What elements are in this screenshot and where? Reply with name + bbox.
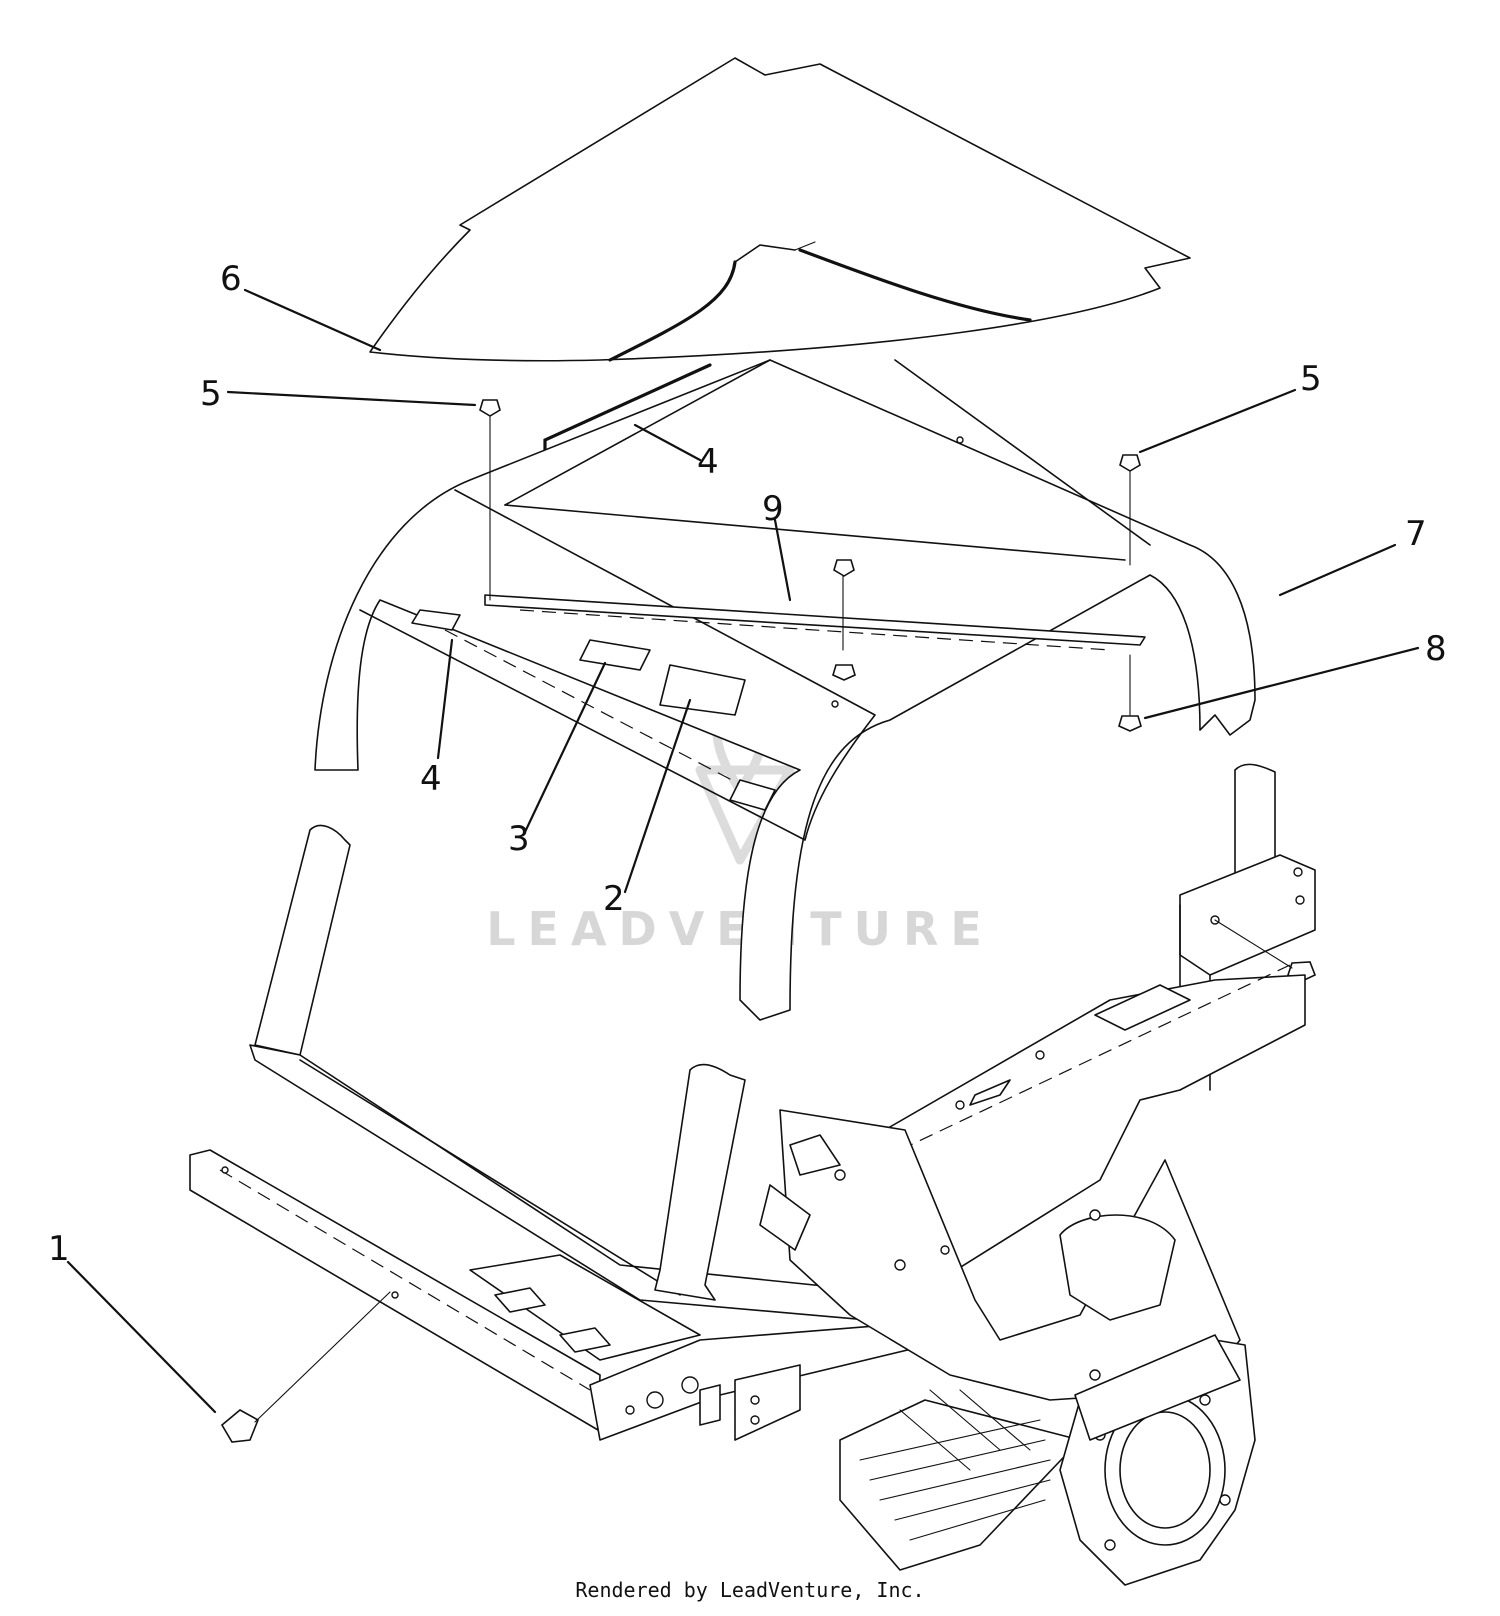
hood-cover-part bbox=[369, 57, 1191, 362]
left-upright-post bbox=[254, 824, 351, 1056]
footer-credit: Rendered by LeadVenture, Inc. bbox=[575, 1578, 925, 1602]
callout-5-right: 5 bbox=[1300, 359, 1322, 399]
callout-6: 6 bbox=[220, 259, 242, 299]
leader-5-left bbox=[226, 390, 477, 407]
leader-4-upper bbox=[633, 423, 702, 462]
leader-5-right bbox=[1138, 388, 1297, 454]
callout-5-left: 5 bbox=[200, 374, 222, 414]
cross-bar-part bbox=[484, 569, 1146, 651]
callout-4-upper: 4 bbox=[697, 442, 719, 482]
callout-9: 9 bbox=[762, 489, 784, 529]
callout-3: 3 bbox=[508, 819, 530, 859]
bolt-part-1 bbox=[220, 1291, 391, 1443]
callout-1: 1 bbox=[48, 1229, 70, 1269]
leader-4-lower bbox=[436, 638, 454, 760]
nut-center bbox=[832, 664, 856, 681]
footrest-step bbox=[839, 1389, 1081, 1571]
leader-3 bbox=[523, 661, 607, 834]
leader-2 bbox=[623, 698, 692, 894]
leader-1 bbox=[66, 1260, 217, 1414]
leader-lines bbox=[66, 288, 1420, 1414]
callout-4-lower: 4 bbox=[420, 759, 442, 799]
leader-7 bbox=[1278, 543, 1397, 597]
callout-7: 7 bbox=[1405, 514, 1427, 554]
leader-6 bbox=[243, 288, 382, 352]
bolt-left-top bbox=[479, 399, 501, 601]
chassis-frame bbox=[189, 964, 1306, 1441]
rear-hub-housing bbox=[1059, 1334, 1256, 1586]
watermark-text: LEADVENTURE bbox=[486, 902, 994, 956]
nut-right bbox=[1118, 715, 1142, 732]
callout-2: 2 bbox=[603, 879, 625, 919]
bolt-center bbox=[833, 559, 855, 577]
leadventure-logo-watermark: LEADVENTURE bbox=[486, 675, 994, 956]
callout-8: 8 bbox=[1425, 629, 1447, 669]
callout-labels: 1 2 3 4 4 5 5 6 7 8 9 bbox=[48, 259, 1447, 1269]
leader-9 bbox=[773, 518, 792, 602]
fender-frame-part bbox=[314, 359, 1256, 1021]
bolt-right-top bbox=[1119, 454, 1141, 716]
leader-8 bbox=[1143, 646, 1420, 720]
